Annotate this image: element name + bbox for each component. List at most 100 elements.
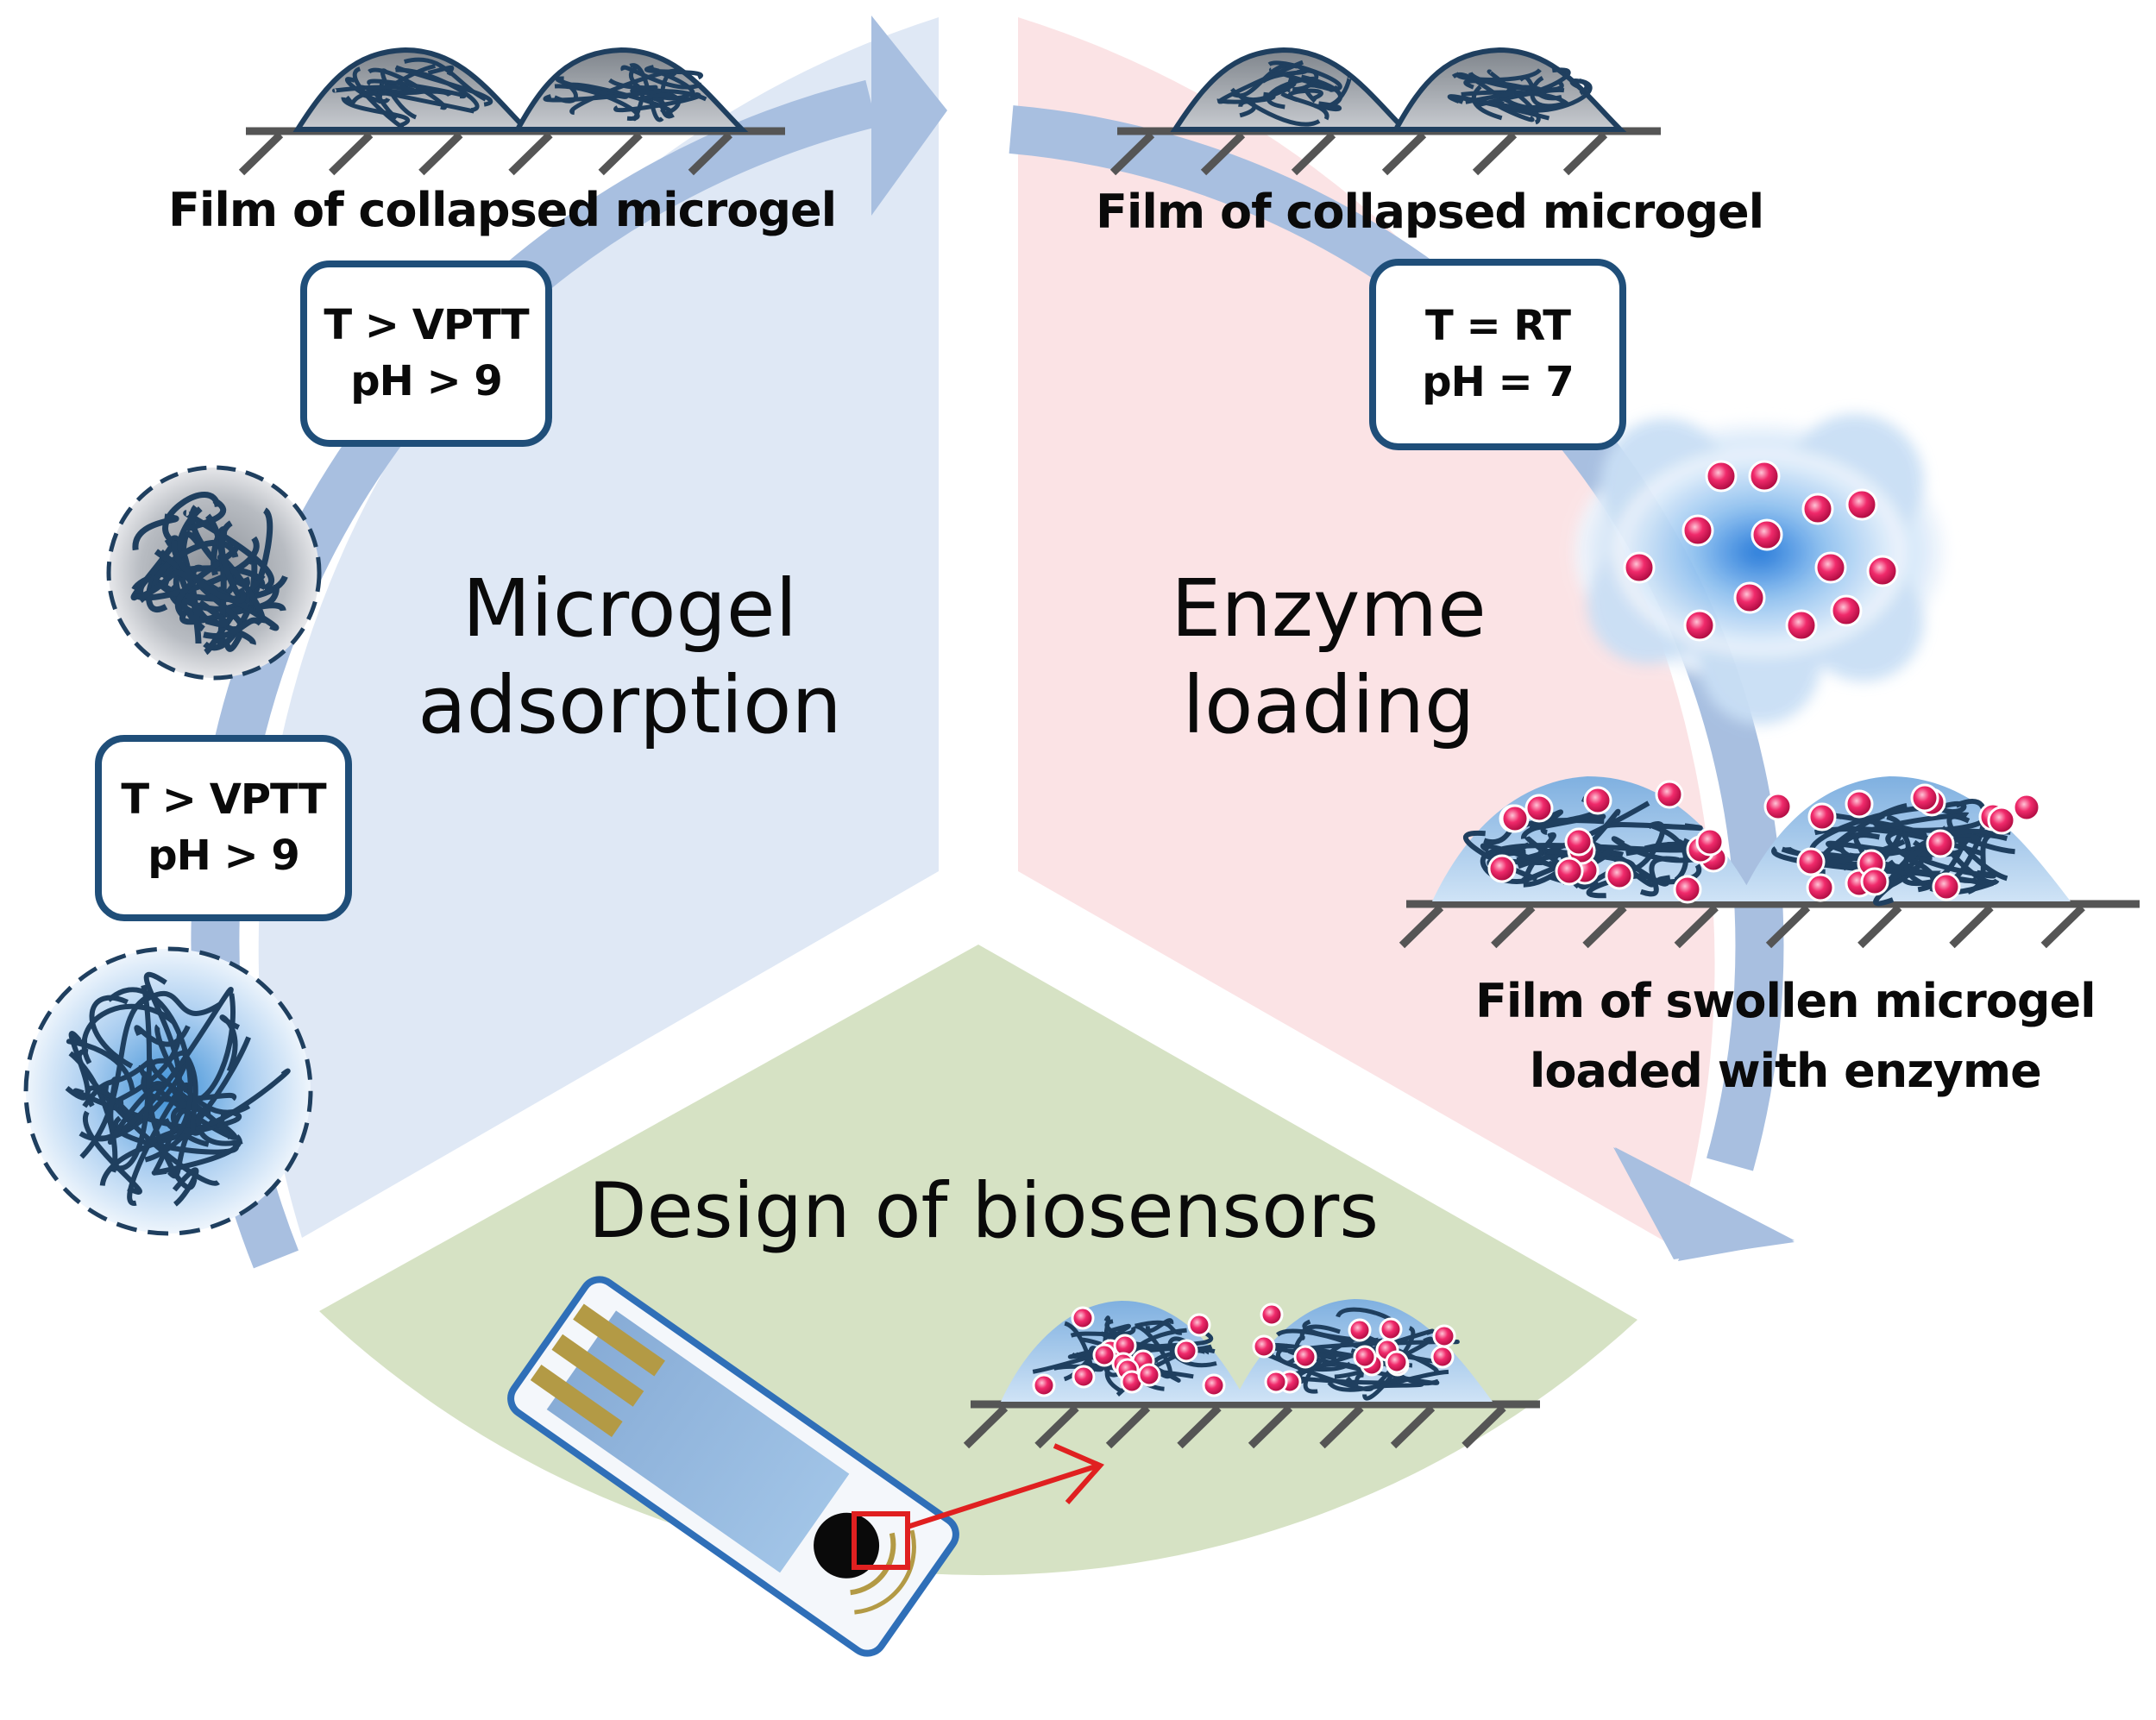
substrate-hatch xyxy=(1034,1404,1079,1449)
enzyme-dot xyxy=(1348,1318,1372,1342)
polymer-strand xyxy=(1287,88,1323,103)
polymer-strand xyxy=(143,971,183,1102)
polymer-strand xyxy=(1903,828,2001,888)
polymer-strand xyxy=(1135,1320,1182,1335)
enzyme-dot xyxy=(1187,1313,1211,1337)
enzyme-dot xyxy=(1564,827,1593,857)
substrate-hatch xyxy=(2040,904,2085,949)
polymer-strand xyxy=(132,513,179,551)
test-strip-icon xyxy=(507,1276,959,1657)
polymer-strand xyxy=(1167,1336,1217,1368)
polymer-strand xyxy=(613,91,701,113)
condition-temperature: T = RT xyxy=(1425,302,1571,351)
substrate-hatch xyxy=(963,1404,1009,1449)
enzyme-dot xyxy=(1379,1317,1403,1341)
sector-title-line2: loading xyxy=(1182,659,1475,752)
polymer-strand xyxy=(1280,91,1329,121)
substrate-hatch xyxy=(1857,904,1902,949)
microgel-particle-icon xyxy=(292,47,1627,132)
substrate-hatch xyxy=(1319,1404,1364,1449)
enzyme-dot xyxy=(2012,793,2041,822)
condition-box-lower-left: T > VPTT pH > 9 xyxy=(95,735,352,921)
enzyme-dot xyxy=(1932,872,1961,901)
polymer-strand xyxy=(644,65,703,80)
polymer-strand xyxy=(394,65,493,107)
enzyme-dot xyxy=(1293,1345,1317,1369)
sector-loading xyxy=(1018,17,1715,1246)
polymer-strand xyxy=(1292,68,1319,91)
polymer-strand xyxy=(1475,87,1565,108)
enzyme-dot xyxy=(1353,1345,1377,1369)
sector-title-line1: Microgel xyxy=(462,562,798,655)
polymer-strand xyxy=(1953,799,1987,880)
enzyme-dot xyxy=(1801,493,1834,525)
polymer-strand xyxy=(171,539,247,604)
microgel-particle-icon xyxy=(1001,1299,1493,1402)
substrate-hatch xyxy=(1390,1404,1436,1449)
polymer-strand xyxy=(1276,1343,1352,1372)
polymer-strand xyxy=(1807,851,1977,883)
polymer-strand xyxy=(81,1004,176,1065)
enzyme-cloud-icon xyxy=(1575,414,1945,725)
sector-title-line2: adsorption xyxy=(418,659,842,752)
polymer-strand xyxy=(1217,60,1304,104)
substrate-hatch xyxy=(1765,904,1811,949)
polymer-strand xyxy=(368,88,475,114)
polymer-strand xyxy=(127,1082,190,1206)
polymer-strand xyxy=(144,1036,251,1163)
polymer-strand xyxy=(107,1083,164,1145)
enzyme-dot xyxy=(1487,854,1517,883)
polymer-strand xyxy=(219,1014,240,1072)
enzyme-dot xyxy=(1032,1373,1056,1397)
sector-title-adsorption: Microgel adsorption xyxy=(405,561,854,754)
polymer-strand xyxy=(1480,843,1600,888)
substrate-hatch xyxy=(598,131,643,176)
condition-temperature: T > VPTT xyxy=(121,775,326,825)
enzyme-dot xyxy=(1830,594,1863,627)
microgel-particle-icon xyxy=(23,946,313,1236)
film-swollen-line1: Film of swollen microgel xyxy=(1475,974,2096,1028)
condition-temperature: T > VPTT xyxy=(324,301,529,350)
sector-adsorption xyxy=(258,17,940,1238)
polymer-strand xyxy=(198,599,229,628)
enzyme-dot xyxy=(1806,873,1835,902)
substrate-hatch xyxy=(1248,1404,1293,1449)
polymer-strand xyxy=(106,987,193,1137)
polymer-strand xyxy=(147,1081,198,1190)
polymer-strand xyxy=(1145,1318,1174,1334)
polymer-strand xyxy=(1462,830,1538,882)
substrate-hatch xyxy=(1109,131,1155,176)
polymer-strand xyxy=(203,507,273,650)
enzyme-dot xyxy=(1733,581,1766,614)
polymer-strand xyxy=(1299,1324,1341,1340)
polymer-strand xyxy=(1273,77,1297,93)
enzyme-dot xyxy=(1866,555,1899,587)
enzyme-dot xyxy=(1264,1370,1288,1394)
polymer-strand xyxy=(543,88,662,103)
polymer-strand xyxy=(179,1048,215,1136)
enzyme-dot xyxy=(1748,460,1781,493)
substrate-hatch xyxy=(1291,131,1336,176)
polymer-strand xyxy=(1569,78,1589,96)
polymer-strand xyxy=(172,1167,199,1207)
enzyme-dot xyxy=(1430,1345,1455,1369)
zoom-arrow-icon xyxy=(852,1443,1104,1570)
enzyme-dot xyxy=(1260,1303,1284,1327)
microgel-particle-icon xyxy=(1432,776,2071,907)
substrate-hatch xyxy=(1949,904,1994,949)
enzyme-dot xyxy=(1751,518,1783,551)
polymer-strand xyxy=(1515,67,1571,98)
polymer-strand xyxy=(1455,67,1542,82)
substrate-hatch xyxy=(1472,131,1518,176)
condition-box-upper-left: T > VPTT pH > 9 xyxy=(300,261,552,447)
substrate-hatch xyxy=(1582,904,1627,949)
enzyme-dot xyxy=(1202,1373,1226,1397)
enzyme-dot xyxy=(1673,875,1702,904)
film-swollen-line2: loaded with enzyme xyxy=(1529,1044,2042,1098)
polymer-strand xyxy=(204,513,227,648)
polymer-strand xyxy=(1651,823,1688,883)
enzyme-dot xyxy=(1137,1363,1161,1387)
enzyme-dot xyxy=(1092,1343,1116,1367)
enzyme-dot xyxy=(1683,609,1716,642)
